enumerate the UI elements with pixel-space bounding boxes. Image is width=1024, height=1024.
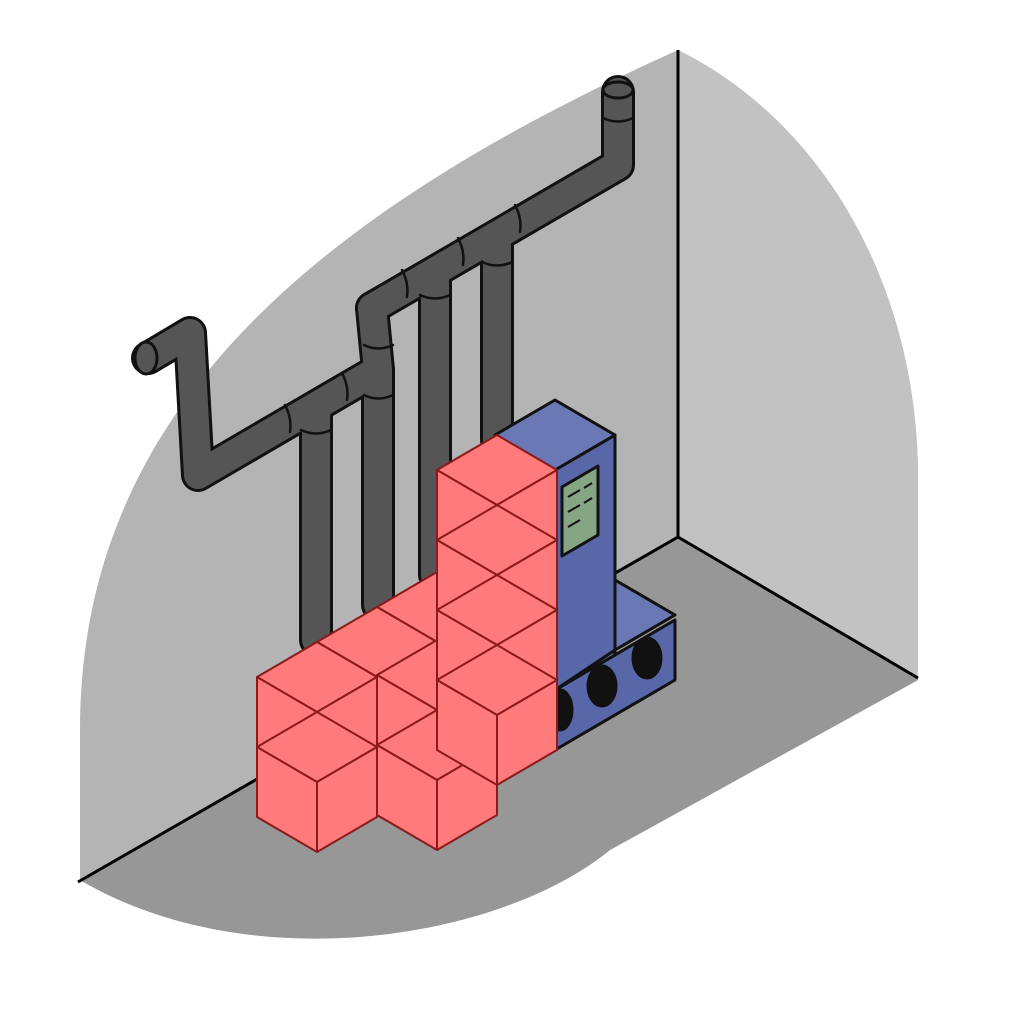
red-cube — [436, 644, 558, 786]
boiler-port — [631, 636, 663, 680]
red-cube — [256, 711, 378, 853]
pipe-manifold-icon — [131, 75, 635, 657]
block-stack-icon — [256, 434, 558, 853]
boiler-port — [586, 664, 618, 708]
boiler-display — [560, 464, 600, 558]
side-wall — [678, 50, 918, 720]
